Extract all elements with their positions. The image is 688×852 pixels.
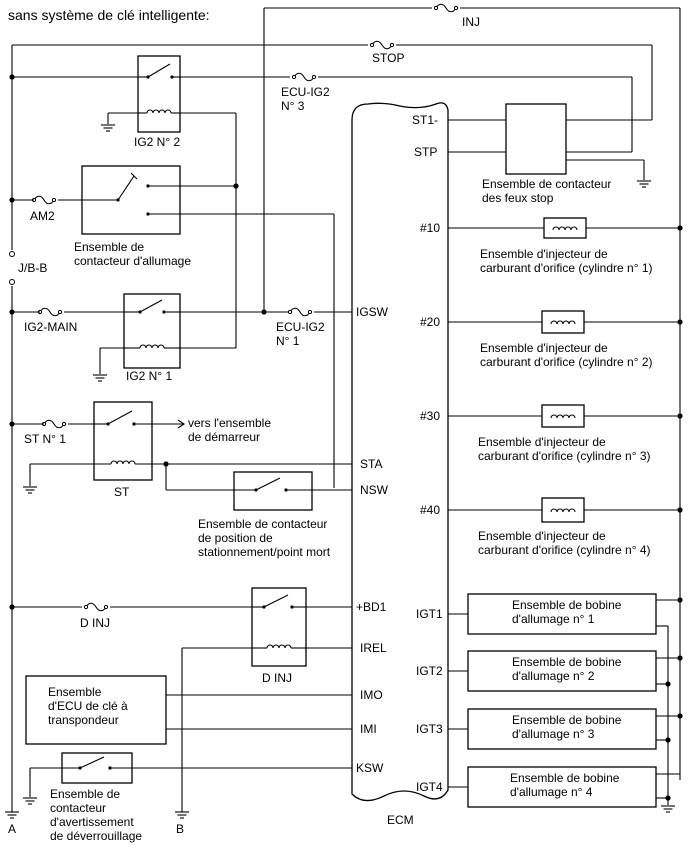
ignition-coil-3 bbox=[448, 708, 683, 750]
transponder-label-2: d'ECU de clé à bbox=[48, 699, 128, 713]
unlock-warn-label-1: Ensemble de bbox=[50, 787, 120, 801]
injector-4-label-1: Ensemble d'injecteur de bbox=[478, 529, 606, 543]
transponder-label-1: Ensemble bbox=[48, 685, 102, 699]
park-neutral-label-1: Ensemble de contacteur bbox=[198, 517, 327, 531]
injector-4-label-2: carburant d'orifice (cylindre n° 4) bbox=[478, 543, 651, 557]
am2-label: AM2 bbox=[30, 209, 55, 223]
coil-3-label-2: d'allumage n° 3 bbox=[512, 727, 595, 741]
park-neutral-switch bbox=[233, 471, 313, 511]
ecu-ig2-3-label-a: ECU-IG2 bbox=[281, 85, 330, 99]
ignition-switch-label-1: Ensemble de bbox=[74, 240, 144, 254]
injector-4 bbox=[448, 497, 683, 523]
ignition-switch-label-2: contacteur d'allumage bbox=[74, 254, 191, 268]
ignition-switch bbox=[81, 165, 181, 235]
unlock-warn-label-2: contacteur bbox=[50, 801, 106, 815]
injector-1 bbox=[448, 217, 683, 239]
coil-2-label-1: Ensemble de bobine bbox=[512, 655, 622, 669]
pin-40: #40 bbox=[420, 503, 440, 517]
injector-3-label-2: carburant d'orifice (cylindre n° 3) bbox=[478, 449, 651, 463]
injector-1-label-1: Ensemble d'injecteur de bbox=[480, 247, 608, 261]
pin-10: #10 bbox=[420, 221, 440, 235]
injector-1-label-2: carburant d'orifice (cylindre n° 1) bbox=[480, 261, 653, 275]
starter-label-1: vers l'ensemble bbox=[188, 416, 271, 430]
pin-igt1: IGT1 bbox=[416, 607, 443, 621]
pin-ksw: KSW bbox=[356, 761, 384, 775]
inj-label: INJ bbox=[462, 15, 480, 29]
stop-light-switch bbox=[505, 103, 567, 175]
stop-label: STOP bbox=[372, 51, 404, 65]
relay-ig2-no1 bbox=[123, 293, 181, 369]
ecu-ig2-1-label-a: ECU-IG2 bbox=[276, 320, 325, 334]
ground-b-label: B bbox=[176, 822, 184, 836]
ig2-main-label: IG2-MAIN bbox=[24, 320, 77, 334]
relay-d-inj bbox=[251, 587, 307, 667]
coil-1-label-1: Ensemble de bobine bbox=[512, 598, 622, 612]
ground-b-icon bbox=[174, 811, 190, 819]
injector-2-label-1: Ensemble d'injecteur de bbox=[480, 341, 608, 355]
unlock-warn-label-4: de déverrouillage bbox=[50, 829, 142, 843]
pin-stp: STP bbox=[414, 145, 437, 159]
relay-st bbox=[93, 401, 153, 481]
coil-3-label-1: Ensemble de bobine bbox=[512, 713, 622, 727]
pin-imo: IMO bbox=[360, 688, 383, 702]
coil-4-label-1: Ensemble de bobine bbox=[510, 771, 620, 785]
pin-imi: IMI bbox=[360, 722, 377, 736]
ignition-coil-2 bbox=[448, 650, 683, 692]
pin-nsw: NSW bbox=[360, 483, 389, 497]
ecu-ig2-1-label-b: N° 1 bbox=[276, 334, 300, 348]
stop-light-label-1: Ensemble de contacteur bbox=[482, 177, 611, 191]
injector-3-label-1: Ensemble d'injecteur de bbox=[478, 435, 606, 449]
unlock-warn-label-3: d'avertissement bbox=[50, 815, 134, 829]
pin-igt4: IGT4 bbox=[416, 780, 443, 794]
pin-igt3: IGT3 bbox=[416, 722, 443, 736]
injector-2 bbox=[448, 310, 683, 334]
injector-3 bbox=[448, 404, 683, 428]
ecm-block bbox=[351, 102, 449, 802]
ground-a-icon bbox=[4, 811, 20, 819]
ground-a-label: A bbox=[8, 822, 16, 836]
transponder-label-3: transpondeur bbox=[48, 713, 119, 727]
pin-st1: ST1- bbox=[412, 113, 438, 127]
pin-sta: STA bbox=[360, 457, 382, 471]
coil-4-label-2: d'allumage n° 4 bbox=[510, 785, 593, 799]
park-neutral-label-2: de position de bbox=[198, 531, 273, 545]
park-neutral-label-3: stationnement/point mort bbox=[198, 545, 331, 559]
ignition-coil-1 bbox=[448, 593, 683, 635]
unlock-warning-switch bbox=[61, 752, 133, 784]
ignition-coil-4 bbox=[448, 766, 680, 808]
pin-irel: IREL bbox=[360, 641, 387, 655]
relay-ig2-no1-label: IG2 N° 1 bbox=[126, 369, 172, 383]
relay-ig2-no2 bbox=[137, 55, 181, 133]
diagram-title: sans système de clé intelligente: bbox=[8, 7, 210, 23]
pin-20: #20 bbox=[420, 315, 440, 329]
transponder-ecu bbox=[25, 675, 167, 745]
relay-d-inj-label: D INJ bbox=[262, 671, 292, 685]
st-no1-label: ST N° 1 bbox=[24, 432, 66, 446]
d-inj-fuse-label: D INJ bbox=[80, 616, 110, 630]
ecu-ig2-3-label-b: N° 3 bbox=[281, 99, 305, 113]
jbb-label: J/B-B bbox=[18, 261, 47, 275]
relay-ig2-no2-label: IG2 N° 2 bbox=[134, 135, 180, 149]
starter-label-2: de démarreur bbox=[188, 430, 260, 444]
pin-igt2: IGT2 bbox=[416, 664, 443, 678]
relay-st-label: ST bbox=[114, 485, 130, 499]
ecm-label: ECM bbox=[387, 813, 414, 827]
pin-igsw: IGSW bbox=[356, 305, 389, 319]
coil-2-label-2: d'allumage n° 2 bbox=[512, 669, 595, 683]
injector-2-label-2: carburant d'orifice (cylindre n° 2) bbox=[480, 355, 653, 369]
coil-1-label-2: d'allumage n° 1 bbox=[512, 612, 595, 626]
pin-bd1: +BD1 bbox=[356, 600, 387, 614]
stop-light-label-2: des feux stop bbox=[482, 191, 554, 205]
pin-30: #30 bbox=[420, 409, 440, 423]
